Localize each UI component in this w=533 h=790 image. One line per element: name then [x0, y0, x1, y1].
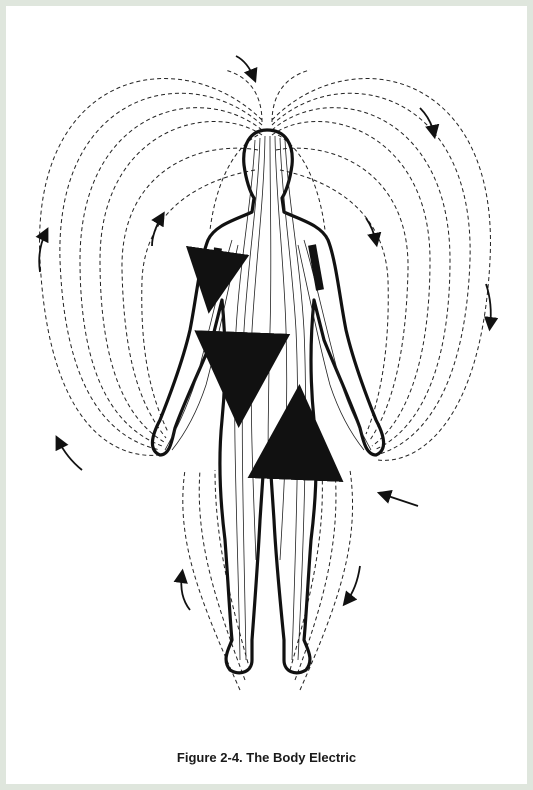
flow-arrow-left-top	[39, 232, 46, 272]
flow-arrow-left-hand	[58, 440, 82, 470]
body-arrow-right-shoulder	[312, 245, 320, 290]
body-arrow-down-torso	[240, 340, 242, 392]
body-outline	[152, 130, 383, 673]
flow-arrow-left-feet	[181, 574, 190, 610]
body-arrow-left-shoulder	[212, 248, 218, 290]
flow-arrow-right-hand	[382, 494, 418, 506]
flow-arrow-right-mid	[486, 284, 491, 326]
flow-arrow-left-upper	[152, 216, 162, 246]
field-lines-right	[272, 79, 490, 690]
body-arrow-up-leg	[296, 420, 298, 468]
figure-caption: Figure 2-4. The Body Electric	[0, 750, 533, 765]
field-lines-head	[210, 70, 325, 230]
flow-arrow-top	[236, 56, 254, 78]
flow-arrow-right-feet	[346, 566, 360, 602]
body-inner-lines	[165, 136, 371, 660]
body-figure	[152, 130, 383, 673]
